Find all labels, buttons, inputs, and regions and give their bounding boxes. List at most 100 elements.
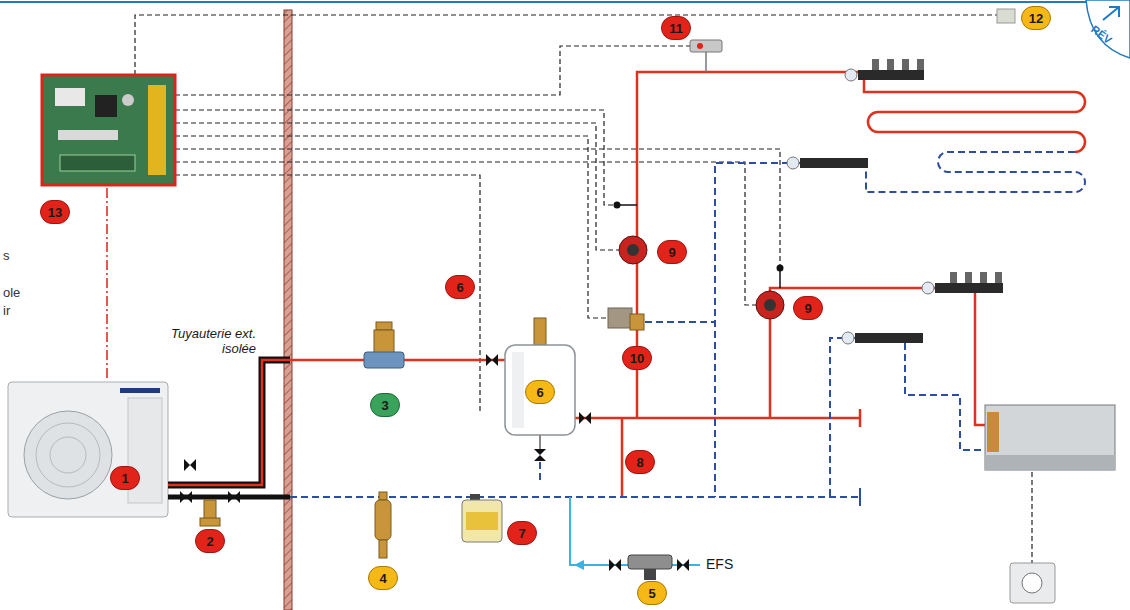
manifolds — [858, 70, 924, 80]
control-board — [55, 88, 85, 106]
heat-pump — [8, 382, 168, 517]
callout-number: 6 — [445, 275, 475, 299]
heat-pump — [8, 382, 168, 517]
hydraulic-parts — [375, 500, 391, 540]
control-board — [42, 75, 175, 185]
control-wires — [175, 149, 780, 265]
insulated-pipes — [168, 360, 290, 485]
manifolds — [887, 59, 894, 70]
pipe-note: Tuyauterie ext. isolée — [170, 326, 256, 356]
hydraulic-parts — [512, 352, 524, 428]
manifolds — [872, 59, 879, 70]
manifolds — [787, 157, 799, 169]
callout-number: 10 — [622, 346, 652, 370]
hydraulic-parts — [379, 492, 387, 500]
valves — [180, 354, 689, 571]
control-board — [58, 130, 118, 140]
valves — [609, 559, 621, 571]
valves — [486, 354, 498, 366]
pipes — [621, 418, 624, 497]
bus-link — [107, 188, 108, 378]
pipe-cap — [860, 488, 861, 506]
bus-link — [106, 188, 108, 378]
callout-number: 8 — [625, 450, 655, 474]
control-wires — [175, 123, 619, 250]
pumps-and-sensors — [697, 43, 703, 49]
manifolds — [800, 158, 868, 168]
cold-water-pipe — [570, 497, 700, 570]
hydraulic-parts — [200, 318, 672, 580]
manifolds — [855, 333, 923, 343]
return-pipes — [905, 343, 985, 450]
manifolds — [922, 282, 934, 294]
control-board — [60, 155, 135, 171]
control-wires — [135, 15, 1032, 563]
callout-number: 4 — [368, 566, 398, 590]
hydraulic-parts — [466, 512, 498, 530]
control-wires — [135, 15, 997, 75]
valves — [534, 449, 546, 461]
pumps-and-sensors — [777, 265, 784, 272]
callout-number: 3 — [370, 393, 400, 417]
cut-text: ole — [3, 285, 20, 300]
insulated-pipes — [168, 360, 290, 485]
pumps-and-sensors — [608, 9, 1015, 330]
water-inlet-label: EFS — [706, 557, 733, 572]
valves — [180, 491, 192, 503]
wall — [284, 10, 292, 610]
hydraulic-parts — [376, 322, 392, 330]
heat-pump — [50, 437, 86, 473]
pipes — [770, 288, 935, 418]
manifolds — [965, 272, 972, 283]
hydraulic-parts — [379, 540, 387, 558]
fan-coil — [1010, 563, 1055, 603]
valves — [579, 412, 591, 424]
heat-pump — [36, 423, 100, 487]
pipe-cap — [859, 488, 861, 506]
return-pipes — [290, 152, 1085, 497]
control-wires — [1031, 472, 1032, 563]
pumps-and-sensors — [619, 236, 647, 264]
pipes — [859, 409, 862, 427]
callout-number: 9 — [793, 296, 823, 320]
cold-water-pipe — [574, 560, 584, 570]
callout-number: 13 — [40, 200, 70, 224]
pumps-and-sensors — [614, 202, 621, 209]
valves — [184, 459, 196, 471]
cut-text: s — [3, 248, 10, 263]
page-frame — [1086, 0, 1130, 58]
control-wires — [175, 162, 756, 305]
pipes — [637, 72, 858, 418]
pumps-and-sensors — [630, 314, 644, 330]
return-pipes — [290, 496, 860, 498]
badge-text: RÉV — [1088, 22, 1115, 48]
manifolds — [902, 59, 909, 70]
callout-number: 6 — [525, 380, 555, 404]
manifolds — [995, 272, 1002, 283]
heat-pump — [120, 388, 160, 393]
return-pipes — [830, 338, 855, 497]
manifolds — [787, 59, 1003, 344]
valves — [677, 559, 689, 571]
pumps-and-sensors — [705, 52, 707, 72]
callout-number: 1 — [110, 466, 140, 490]
fan-coil — [1022, 573, 1042, 593]
fan-coil — [985, 455, 1115, 470]
hydraulic-parts — [628, 555, 672, 569]
callout-number: 11 — [661, 16, 691, 40]
control-board — [95, 95, 117, 117]
pumps-and-sensors — [756, 291, 784, 319]
hydraulic-parts — [505, 345, 575, 435]
manifolds — [980, 272, 987, 283]
hydraulic-parts — [644, 569, 656, 580]
page-frame — [1103, 7, 1119, 20]
heat-pump — [24, 411, 112, 499]
insulated-pipes — [168, 360, 290, 497]
callout-number: 12 — [1021, 6, 1051, 30]
callout-number: 7 — [507, 521, 537, 545]
manifolds — [917, 59, 924, 70]
fan-coil — [985, 405, 1115, 470]
hydraulic-parts — [364, 352, 404, 368]
